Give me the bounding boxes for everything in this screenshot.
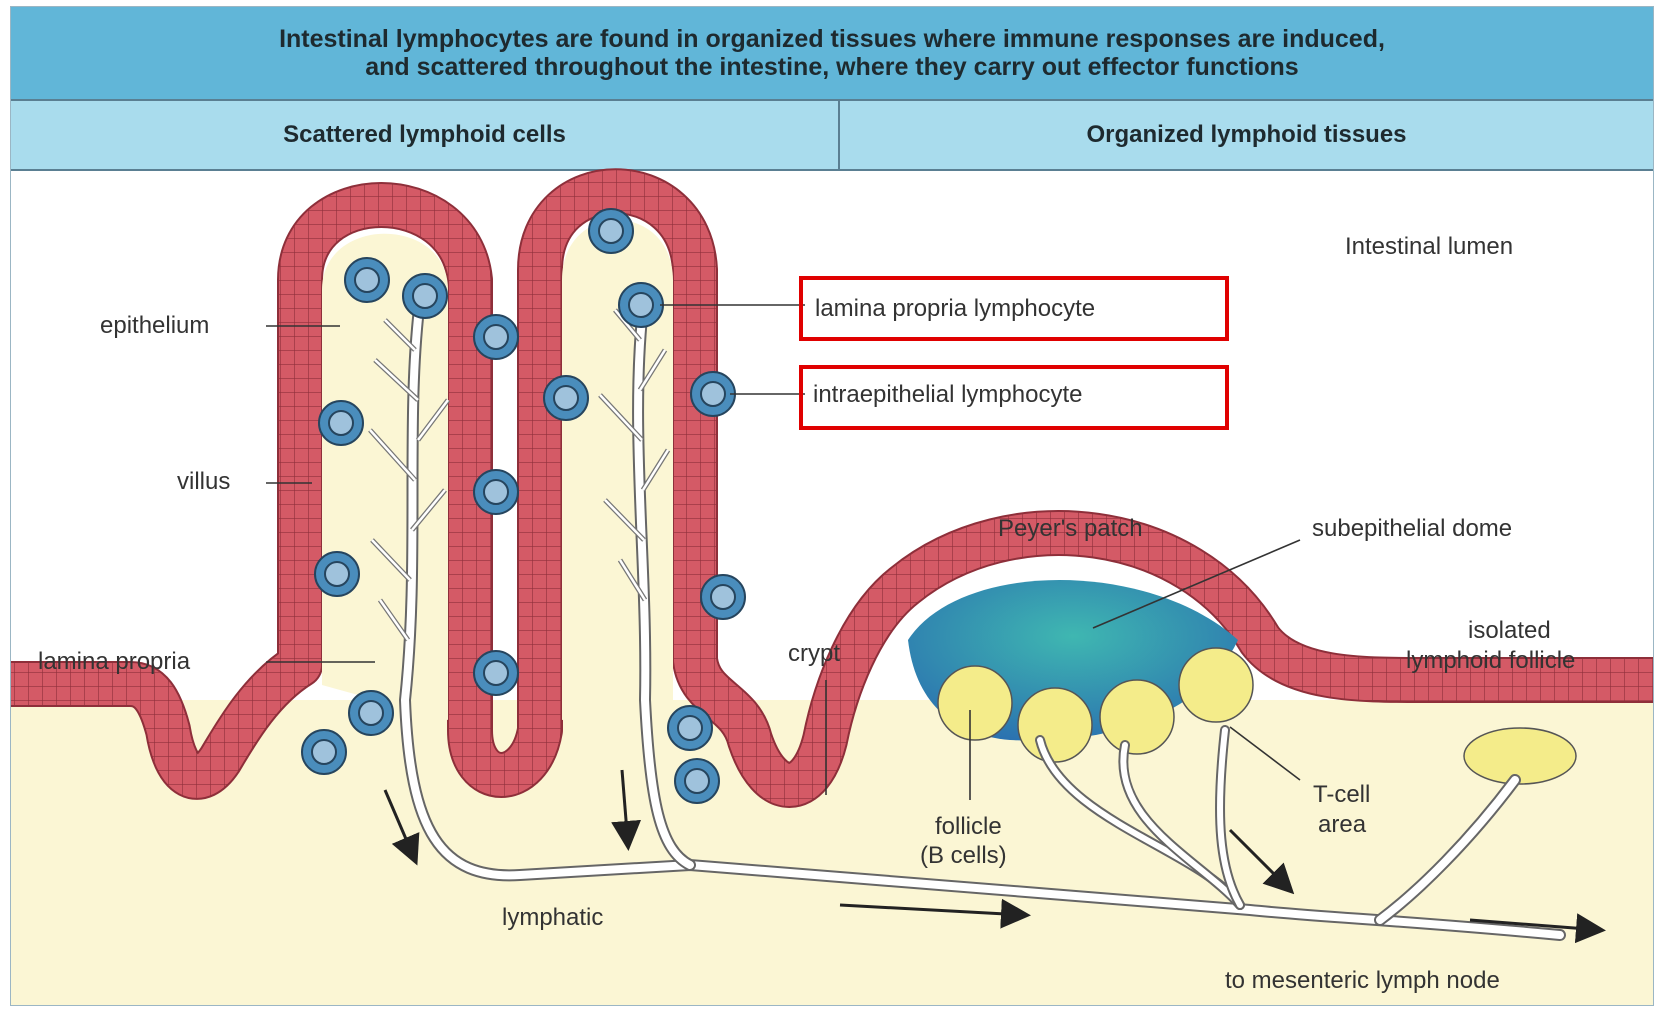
label-intestinal-lumen: Intestinal lumen [1345, 233, 1513, 260]
label-peyers-patch: Peyer's patch [998, 515, 1143, 542]
lymphocyte [544, 376, 588, 420]
label-villus: villus [177, 468, 230, 495]
label-follicle: follicle [935, 813, 1002, 840]
label-tcell: T-cell [1313, 781, 1370, 808]
label-lymphoid-follicle: lymphoid follicle [1406, 647, 1575, 674]
lymphocyte [691, 372, 735, 416]
lymphocyte [474, 470, 518, 514]
lymphocyte [675, 759, 719, 803]
label-lymphatic: lymphatic [502, 904, 603, 931]
lymphocyte [619, 283, 663, 327]
follicle-4 [1179, 648, 1253, 722]
isolated-follicle [1464, 728, 1576, 784]
lymphocyte [319, 401, 363, 445]
follicle-3 [1100, 680, 1174, 754]
lymphocyte [349, 691, 393, 735]
lymphocyte [302, 730, 346, 774]
follicle-1 [938, 666, 1012, 740]
label-epithelium: epithelium [100, 312, 209, 339]
follicle-2 [1018, 688, 1092, 762]
label-crypt: crypt [788, 640, 840, 667]
label-lamina-propria: lamina propria [38, 648, 191, 675]
lymphocyte [589, 209, 633, 253]
epithelium-cells [11, 191, 1653, 785]
label-isolated: isolated [1468, 617, 1551, 644]
lymphocyte [315, 552, 359, 596]
lymphocyte [474, 315, 518, 359]
lymphocyte [403, 274, 447, 318]
label-lamina-propria-lymphocyte: lamina propria lymphocyte [815, 295, 1095, 322]
label-intraepithelial-lymphocyte: intraepithelial lymphocyte [813, 381, 1082, 408]
lymphocyte [474, 651, 518, 695]
label-subepithelial-dome: subepithelial dome [1312, 515, 1512, 542]
lymphocyte [668, 706, 712, 750]
label-b-cells: (B cells) [920, 842, 1007, 869]
label-to-mesenteric-lymph-node: to mesenteric lymph node [1225, 967, 1500, 994]
label-area: area [1318, 811, 1367, 838]
lymphocyte [345, 258, 389, 302]
lymphocyte [701, 575, 745, 619]
